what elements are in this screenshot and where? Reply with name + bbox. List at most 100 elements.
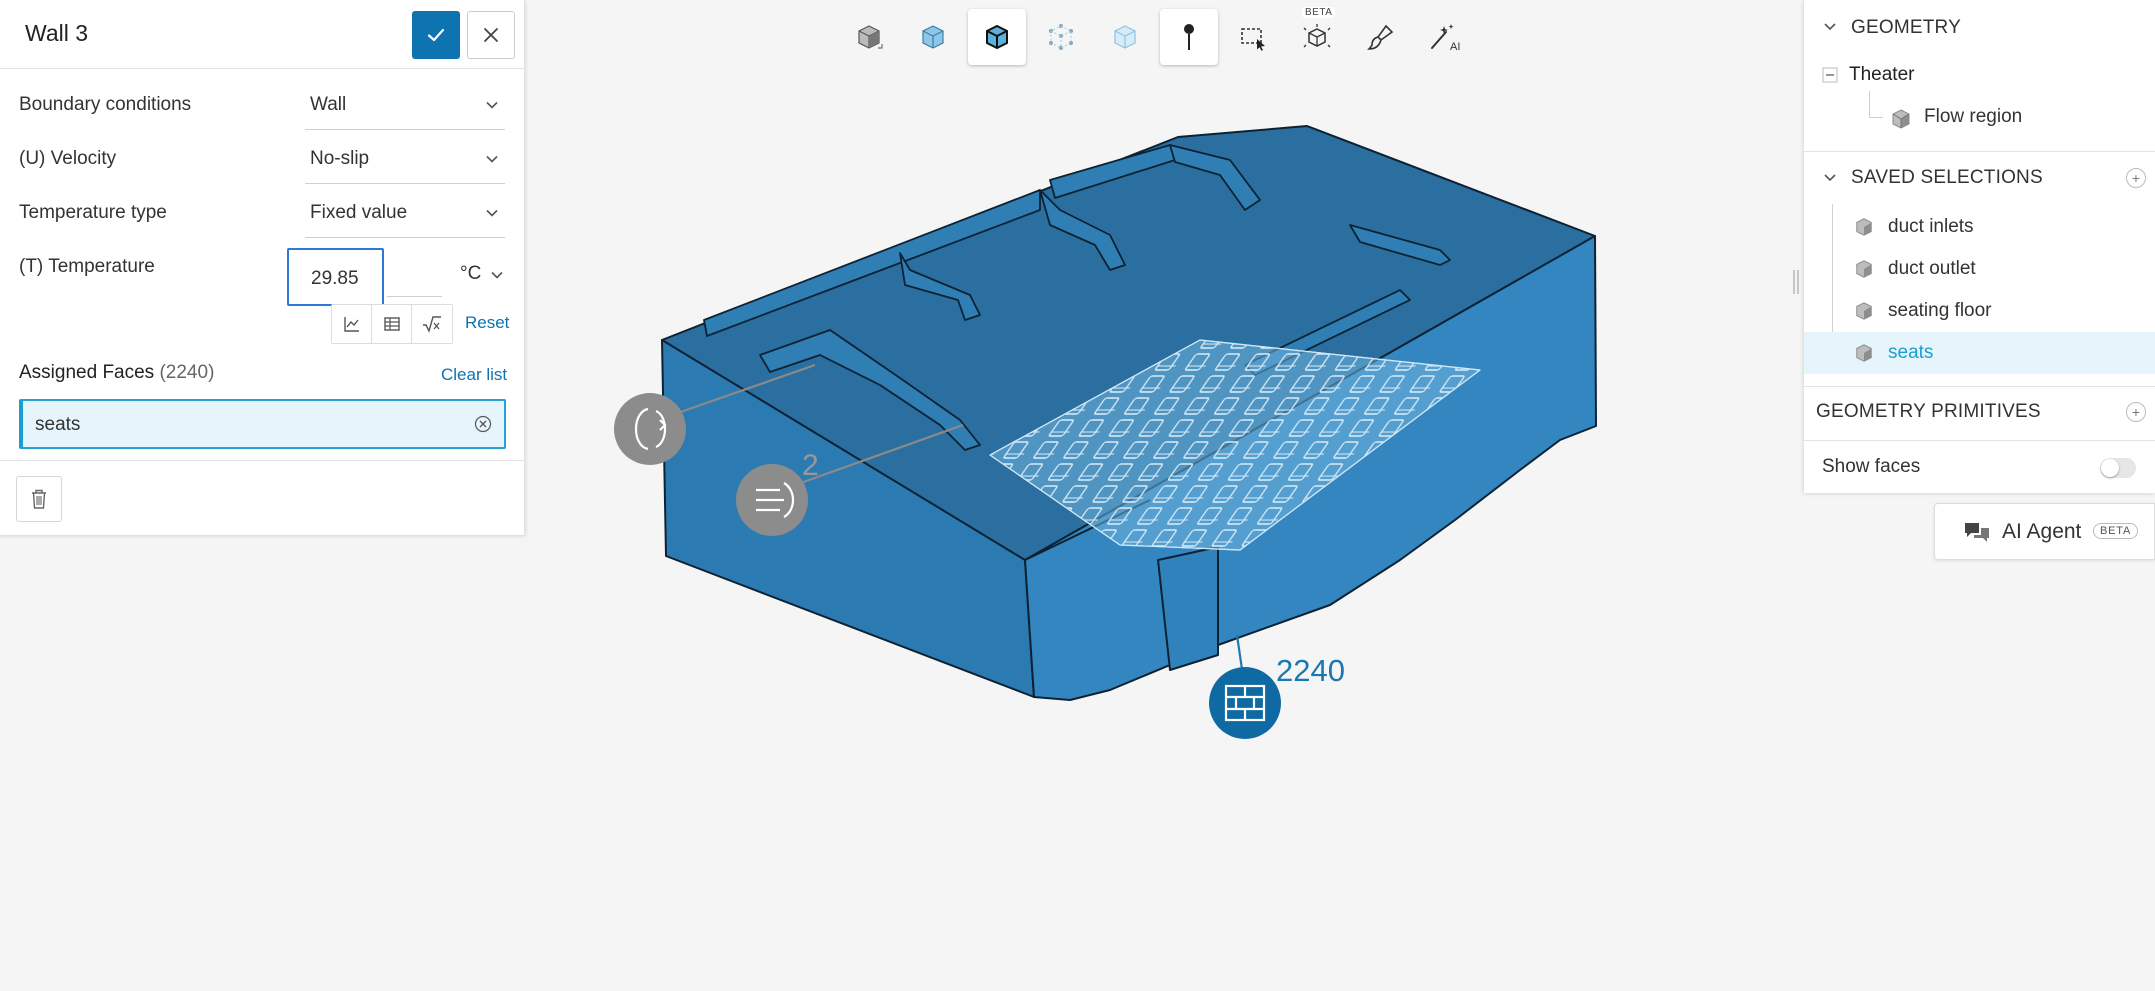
temperature-type-select[interactable]: Fixed value <box>305 188 505 238</box>
wall-badge[interactable] <box>1209 667 1281 739</box>
chevron-down-icon[interactable] <box>1822 19 1838 35</box>
solid-view-button[interactable] <box>904 9 962 65</box>
close-button[interactable] <box>467 11 515 59</box>
outlet-badge[interactable] <box>736 464 808 536</box>
saved-selection-item[interactable]: duct outlet <box>1804 248 2155 290</box>
view-toolbar: BETA AI <box>840 7 1480 66</box>
chevron-down-icon <box>486 155 498 163</box>
pin-tool-button[interactable] <box>1160 9 1218 65</box>
saved-selection-label: duct inlets <box>1888 216 1974 237</box>
duct-inlet-icon <box>635 407 667 451</box>
chevron-down-icon <box>486 209 498 217</box>
tree-connector <box>1832 204 1833 364</box>
velocity-select[interactable]: No-slip <box>305 134 505 184</box>
geometry-child-flow-region[interactable]: Flow region <box>1924 106 2023 127</box>
chart-button[interactable] <box>332 305 372 343</box>
beta-feature-icon <box>1303 24 1331 48</box>
pin-tool-icon <box>1184 24 1194 50</box>
cube-icon <box>1856 218 1872 236</box>
plus-icon: + <box>2131 404 2141 420</box>
temperature-input[interactable]: 29.85 <box>287 248 384 306</box>
panel-header: Wall 3 <box>0 0 524 69</box>
section-divider <box>1804 386 2155 387</box>
geometry-root-theater[interactable]: Theater <box>1849 64 1915 85</box>
cube-icon <box>1892 109 1910 129</box>
ai-agent-button[interactable]: AI Agent BETA <box>1934 503 2155 560</box>
tree-connector <box>1869 91 1870 117</box>
delete-button[interactable] <box>16 476 62 522</box>
temperature-value: 29.85 <box>311 268 359 289</box>
trash-icon <box>32 489 46 509</box>
points-view-icon <box>1049 24 1073 50</box>
inlet-badge[interactable] <box>614 393 686 465</box>
plus-icon: + <box>2131 170 2141 186</box>
cube-icon <box>1856 302 1872 320</box>
temperature-type-value: Fixed value <box>310 202 408 223</box>
formula-button[interactable] <box>412 305 452 343</box>
transparent-view-icon <box>1114 25 1136 49</box>
ai-tool-button[interactable]: AI <box>1416 9 1474 65</box>
chevron-down-icon <box>486 101 498 109</box>
temperature-unit-select[interactable]: °C <box>450 258 506 296</box>
velocity-label: (U) Velocity <box>19 148 117 169</box>
section-divider <box>1804 151 2155 152</box>
cube-icon <box>1856 260 1872 278</box>
saved-selection-label: duct outlet <box>1888 258 1976 279</box>
view-cube-button[interactable] <box>840 9 898 65</box>
saved-selection-item[interactable]: duct inlets <box>1804 206 2155 248</box>
toolbar-beta-tag: BETA <box>1302 7 1336 18</box>
remove-chip-icon[interactable] <box>474 415 492 433</box>
duct-outlet-icon <box>756 482 795 518</box>
show-faces-label: Show faces <box>1822 456 1921 477</box>
saved-selection-label: seating floor <box>1888 300 1992 321</box>
edges-view-icon <box>986 24 1008 50</box>
3d-viewport[interactable] <box>600 110 1620 750</box>
outlet-count-label: 2 <box>802 449 819 482</box>
chevron-down-icon[interactable] <box>1822 170 1838 186</box>
temperature-label: (T) Temperature <box>19 256 155 277</box>
tree-connector <box>1869 117 1883 118</box>
cube-icon <box>1856 344 1872 362</box>
boundary-conditions-label: Boundary conditions <box>19 94 192 115</box>
brush-tool-button[interactable] <box>1352 9 1410 65</box>
saved-selection-label: seats <box>1888 342 1934 363</box>
box-select-button[interactable] <box>1224 9 1282 65</box>
ai-agent-beta-badge: BETA <box>2093 523 2139 539</box>
saved-selection-item-active[interactable]: seats <box>1804 332 2155 374</box>
assigned-face-chip[interactable]: seats <box>19 399 506 449</box>
collapse-tree-icon[interactable] <box>1822 67 1838 83</box>
velocity-row: (U) Velocity No-slip <box>19 132 507 186</box>
add-primitive-button[interactable]: + <box>2126 402 2146 422</box>
panel-resize-handle[interactable] <box>1793 270 1799 294</box>
add-selection-button[interactable]: + <box>2126 168 2146 188</box>
boundary-condition-panel: Wall 3 Boundary conditions Wall (U) Velo… <box>0 0 525 535</box>
saved-selection-item[interactable]: seating floor <box>1804 290 2155 332</box>
assigned-faces-heading: Assigned Faces (2240) <box>19 362 214 384</box>
temperature-unit-value: °C <box>460 263 482 284</box>
velocity-value: No-slip <box>310 148 370 169</box>
temperature-type-label: Temperature type <box>19 202 167 223</box>
section-divider <box>1804 440 2155 441</box>
boundary-conditions-select[interactable]: Wall <box>305 80 505 130</box>
solid-view-icon <box>922 25 944 49</box>
table-button[interactable] <box>372 305 412 343</box>
view-cube-icon <box>858 25 883 49</box>
chevron-down-icon <box>491 271 503 279</box>
points-view-button[interactable] <box>1032 9 1090 65</box>
edges-view-button[interactable] <box>968 9 1026 65</box>
check-icon <box>427 28 445 42</box>
boundary-conditions-value: Wall <box>310 94 347 115</box>
boundary-conditions-row: Boundary conditions Wall <box>19 78 507 132</box>
saved-selections-title: SAVED SELECTIONS <box>1851 167 2043 188</box>
show-faces-toggle[interactable] <box>2100 458 2136 478</box>
panel-footer <box>0 460 524 535</box>
beta-feature-button[interactable]: BETA <box>1288 7 1346 65</box>
geometry-primitives-title: GEOMETRY PRIMITIVES <box>1816 401 2041 422</box>
geometry-section-title: GEOMETRY <box>1851 17 1961 38</box>
transparent-view-button[interactable] <box>1096 9 1154 65</box>
seating-area <box>989 339 1481 551</box>
svg-text:AI: AI <box>1450 41 1460 52</box>
confirm-button[interactable] <box>412 11 460 59</box>
reset-link[interactable]: Reset <box>465 313 510 332</box>
clear-list-link[interactable]: Clear list <box>441 365 508 384</box>
